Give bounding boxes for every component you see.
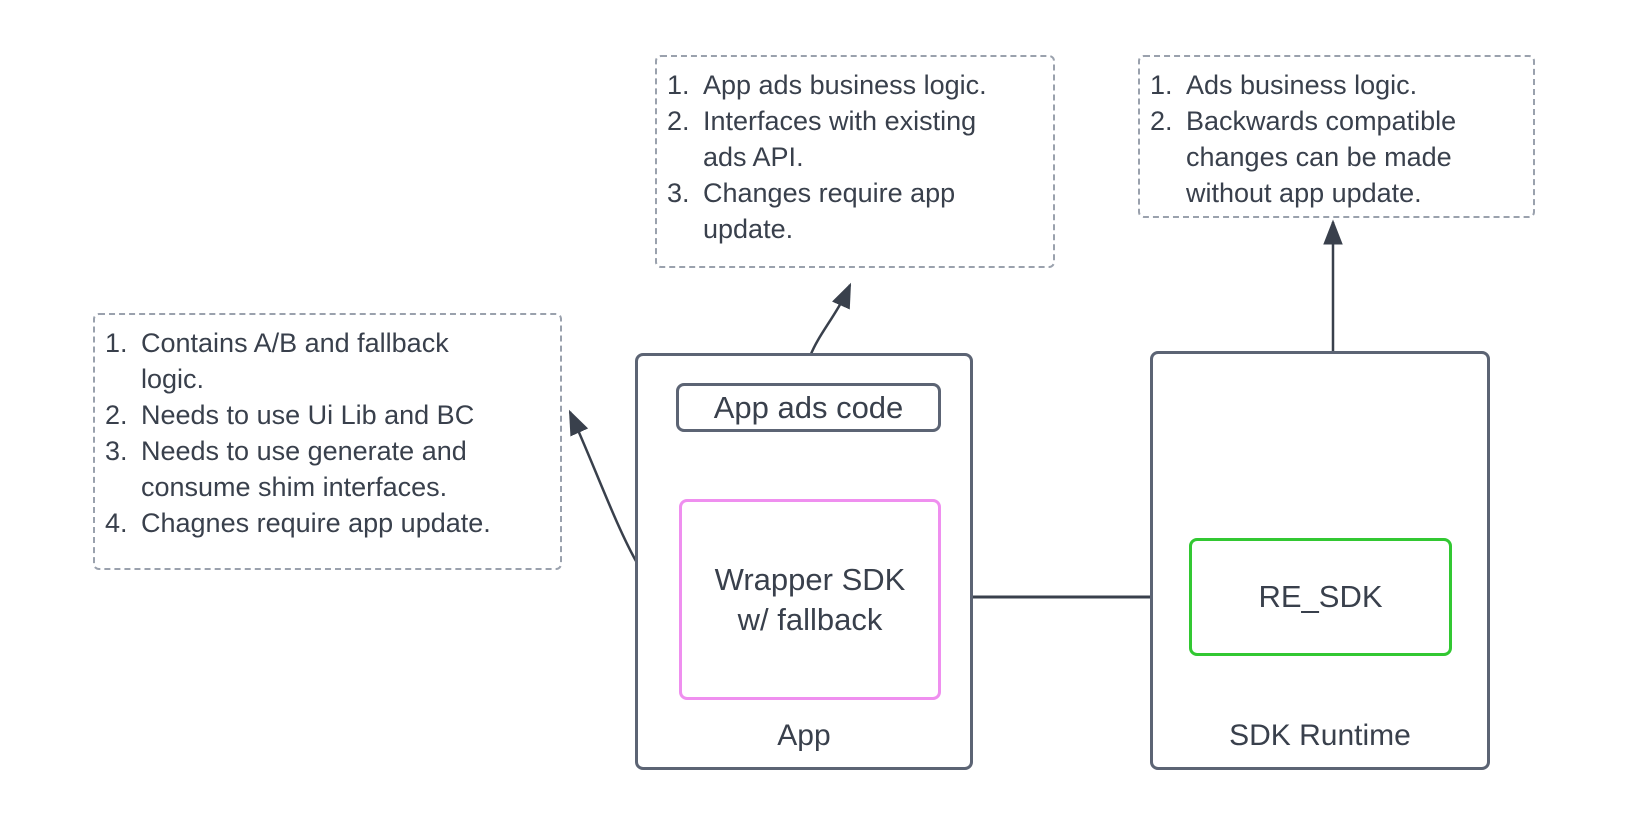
note-re-sdk: Ads business logic. Backwards compatible… <box>1138 55 1535 218</box>
note-item: Needs to use Ui Lib and BC <box>105 397 475 433</box>
note-item: Changes require app update. <box>667 175 956 244</box>
node-app-ads-code[interactable]: App ads code <box>676 383 941 432</box>
note-item: Backwards compatible changes can be made… <box>1150 103 1457 208</box>
note-app-ads-code: App ads business logic. Interfaces with … <box>655 55 1055 268</box>
note-re-sdk-list: Ads business logic. Backwards compatible… <box>1150 67 1519 211</box>
note-wrapper-sdk: Contains A/B and fallback logic. Needs t… <box>93 313 562 570</box>
note-item: Contains A/B and fallback logic. <box>105 325 449 394</box>
note-item: Chagnes require app update. <box>105 505 491 541</box>
note-item: App ads business logic. <box>667 67 987 103</box>
node-wrapper-sdk[interactable]: Wrapper SDK w/ fallback <box>679 499 941 700</box>
note-item: Needs to use generate and consume shim i… <box>105 433 467 502</box>
note-wrapper-sdk-list: Contains A/B and fallback logic. Needs t… <box>105 325 546 541</box>
container-app-label: App <box>777 719 831 752</box>
note-item: Interfaces with existing ads API. <box>667 103 977 172</box>
container-sdk-runtime-label: SDK Runtime <box>1229 719 1411 752</box>
note-item: Ads business logic. <box>1150 67 1418 103</box>
node-re-sdk[interactable]: RE_SDK <box>1189 538 1452 656</box>
note-app-ads-code-list: App ads business logic. Interfaces with … <box>667 67 1039 247</box>
